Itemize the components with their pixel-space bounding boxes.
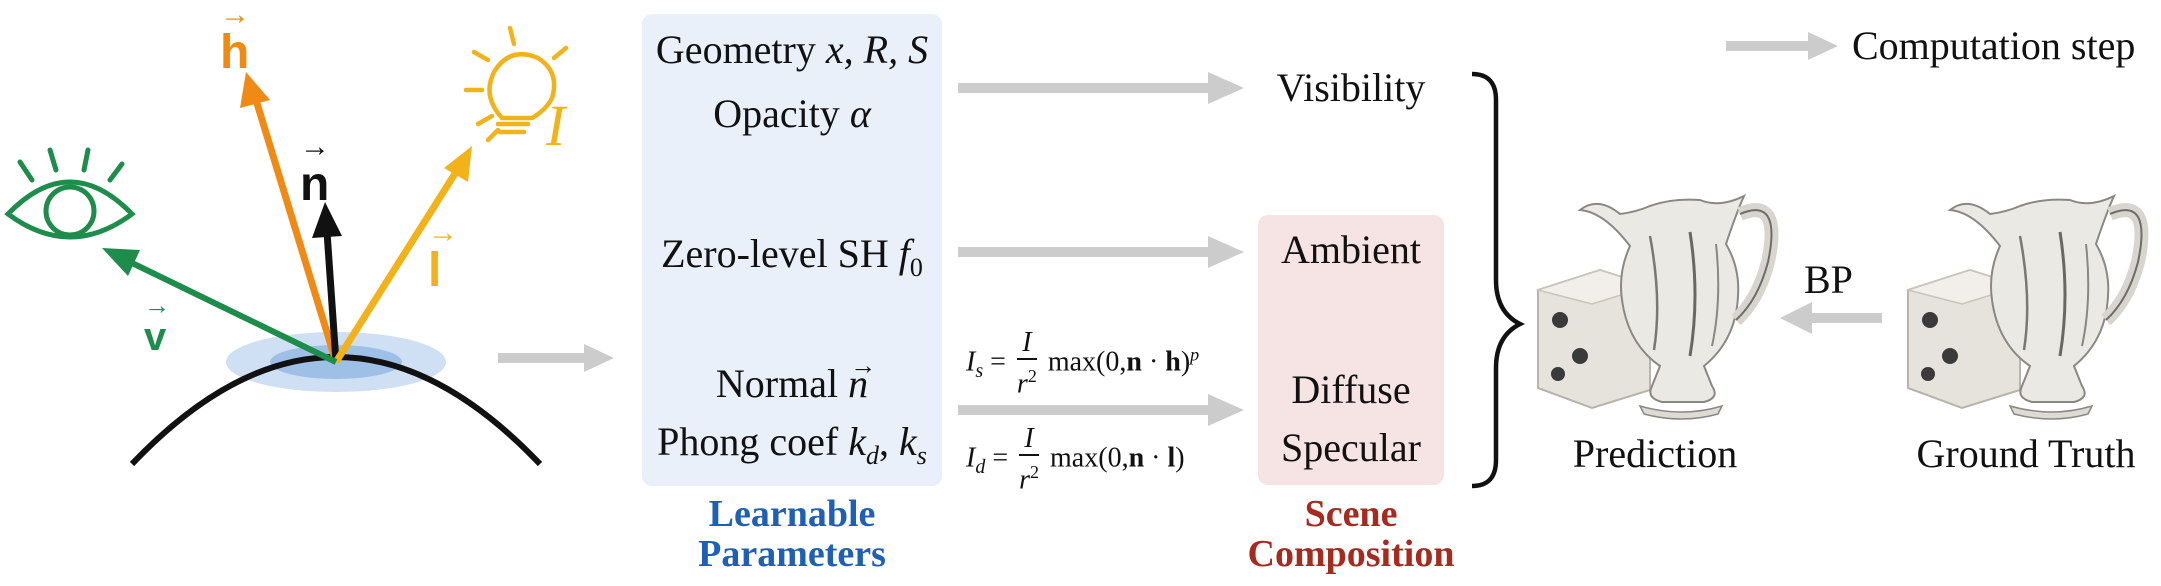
- n-vector-label: → n: [300, 130, 330, 212]
- phong-prefix: Phong coef: [657, 419, 839, 464]
- learnable-parameters-box: [642, 14, 942, 486]
- l-vector-head: [444, 146, 472, 182]
- bp-arrow-head: [1780, 302, 1812, 334]
- eye-icon: [4, 147, 136, 240]
- h-label-text: h: [220, 26, 250, 79]
- learnable-caption-line2: Parameters: [698, 533, 886, 575]
- visibility-label: Visibility: [1276, 65, 1426, 110]
- n-vector-head: [312, 202, 342, 238]
- composition-brace: [1471, 71, 1526, 489]
- normal-param: Normal → n: [715, 351, 877, 406]
- geometry-prefix: Geometry: [655, 27, 816, 72]
- prediction-label: Prediction: [1572, 431, 1738, 476]
- is-den-exp: 2: [1027, 366, 1037, 386]
- is-vec-n: n: [1126, 346, 1142, 378]
- input-arrow-head: [584, 344, 614, 372]
- ground-truth-render-image: [1905, 193, 2149, 420]
- id-rest: max(0,: [1050, 442, 1129, 474]
- n-vector-arrow: [323, 231, 340, 363]
- id-dot: ·: [1151, 442, 1161, 474]
- learnable-caption-line1: Learnable: [708, 493, 876, 535]
- legend-computation-step: Computation step: [1852, 23, 2136, 68]
- sh-to-ambient-arrow-head: [1208, 236, 1244, 268]
- geometry-vars: x, R, S: [825, 27, 929, 72]
- id-den: r: [1019, 464, 1031, 496]
- opacity-param: Opacity α: [642, 92, 942, 136]
- bp-label: BP: [1804, 257, 1853, 302]
- h-vector-head: [240, 72, 270, 108]
- l-vector-arrow: [333, 170, 459, 364]
- specular-formula: Is = I r2 max(0,n · h)p: [966, 327, 1200, 400]
- is-sub: s: [975, 360, 984, 383]
- is-dot: ·: [1148, 346, 1159, 378]
- normal-var: n: [848, 361, 869, 406]
- ambient-label: Ambient: [1281, 227, 1421, 272]
- is-rest: max(0,: [1047, 346, 1127, 378]
- scene-caption-line2: Composition: [1247, 533, 1455, 575]
- id-sub: d: [975, 456, 986, 479]
- phong-k2-sub: s: [916, 441, 927, 470]
- normal-to-diffuse-arrow-head: [1208, 394, 1244, 426]
- scene-composition-caption: Scene Composition: [1220, 494, 1482, 574]
- sh-prefix: Zero-level SH: [661, 231, 889, 276]
- scene-composition-box: [1258, 215, 1444, 485]
- normal-prefix: Normal: [715, 361, 839, 406]
- legend-arrow-head: [1808, 32, 1838, 60]
- sh-sub: 0: [909, 253, 923, 282]
- phong-k1: k: [848, 419, 866, 464]
- v-vector-label: → v: [144, 290, 170, 359]
- v-label-text: v: [144, 315, 167, 359]
- v-vector-arrow: [128, 259, 338, 365]
- sh-param: Zero-level SH f0: [642, 232, 942, 290]
- n-label-text: n: [300, 158, 330, 211]
- is-num: I: [1016, 328, 1037, 360]
- specular-label: Specular: [1281, 425, 1421, 470]
- is-vec-h: h: [1165, 346, 1181, 378]
- prediction-render-image: [1535, 193, 1779, 420]
- id-num: I: [1019, 424, 1040, 456]
- scene-caption-line1: Scene: [1304, 493, 1398, 535]
- learnable-parameters-caption: Learnable Parameters: [642, 494, 942, 574]
- opacity-var: α: [849, 91, 871, 136]
- phong-param: Phong coef kd, ks: [657, 419, 927, 471]
- h-vector-arrow: [252, 98, 340, 364]
- h-vector-label: → h: [220, 0, 250, 79]
- is-exp: p: [1190, 344, 1200, 365]
- id-vec-n: n: [1128, 442, 1145, 474]
- is-den: r: [1016, 368, 1028, 400]
- diffuse-formula: Id = I r2 max(0,n · l): [966, 423, 1185, 496]
- sh-var: f: [898, 231, 910, 276]
- phong-k1-sub: d: [865, 441, 879, 470]
- id-lhs: I: [966, 442, 976, 474]
- opacity-prefix: Opacity: [713, 91, 840, 136]
- v-vector-head: [102, 248, 140, 276]
- diffuse-label: Diffuse: [1291, 367, 1411, 412]
- l-label-text: l: [428, 244, 442, 297]
- id-tail: ): [1175, 442, 1185, 474]
- is-tail: ): [1180, 346, 1191, 378]
- phong-k2: k: [898, 419, 917, 464]
- geometry-param: Geometry x, R, S: [642, 28, 942, 72]
- id-vec-l: l: [1167, 442, 1176, 474]
- light-intensity-label: I: [546, 93, 566, 158]
- ground-truth-label: Ground Truth: [1916, 431, 2136, 476]
- is-lhs: I: [966, 346, 976, 378]
- id-den-exp: 2: [1030, 462, 1040, 482]
- geometry-to-visibility-arrow-head: [1208, 72, 1244, 104]
- l-vector-label: → l: [428, 216, 458, 298]
- light-bulb-icon: [463, 25, 569, 143]
